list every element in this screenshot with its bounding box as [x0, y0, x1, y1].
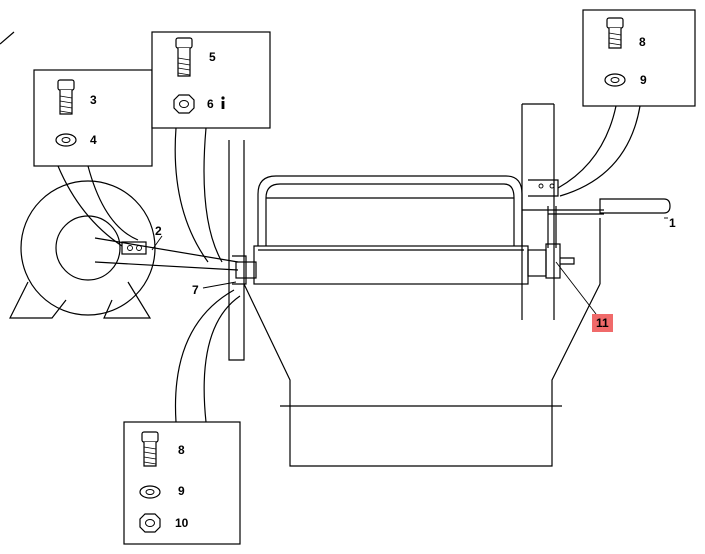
right-collar: [545, 243, 561, 279]
right-shaft: [527, 249, 547, 277]
handle-upright: [547, 206, 557, 248]
link-arm: [94, 237, 239, 271]
arm-bracket: [121, 241, 147, 255]
corner-mark: [0, 31, 15, 45]
washer-icon: [604, 73, 626, 87]
shaft-end: [560, 257, 575, 265]
leader-box-b-2: [203, 127, 223, 263]
inset-box-8-9: [582, 9, 696, 107]
callout-8-bottom: 8: [178, 443, 185, 457]
bolt-icon: [57, 79, 75, 115]
left-post: [228, 140, 245, 361]
arm-hole-1: [127, 245, 133, 251]
callout-9-bottom: 9: [178, 484, 185, 498]
bolt-icon: [141, 431, 159, 467]
motor-hub: [55, 215, 121, 281]
handle-grip: [599, 198, 671, 214]
bracket-hole-1: [538, 183, 544, 189]
leader-box-c-1: [557, 105, 617, 189]
callout-1: 1: [669, 216, 676, 230]
left-bearing: [232, 255, 247, 285]
bolt-icon: [606, 17, 624, 49]
motor-foot-left: [9, 281, 67, 319]
callout-3: 3: [90, 93, 97, 107]
leader-box-a-2: [87, 165, 139, 241]
callout-8-top: 8: [639, 35, 646, 49]
inset-box-5-6: [151, 31, 271, 129]
callout-10: 10: [175, 516, 189, 530]
callout-9-top: 9: [640, 73, 647, 87]
callout-5: 5: [209, 50, 216, 64]
callout-2: 2: [155, 224, 162, 238]
lower-housing: [243, 283, 601, 467]
roller: [253, 245, 529, 285]
arm-hole-2: [136, 245, 142, 251]
leader-box-d-2: [203, 295, 241, 423]
leader-2: [151, 235, 163, 251]
info-icon: [221, 96, 225, 109]
handle-rod: [522, 209, 604, 215]
right-post: [521, 103, 555, 320]
callout-11-highlighted[interactable]: 11: [592, 314, 613, 332]
callout-7: 7: [192, 283, 199, 297]
leader-box-a-1: [57, 165, 123, 247]
callout-4: 4: [90, 133, 97, 147]
motor: [9, 180, 239, 319]
guard-frame-inner: [265, 183, 515, 246]
nut-icon: [173, 94, 195, 114]
bolt-icon: [175, 37, 193, 77]
washer-icon: [139, 485, 161, 499]
leader-box-b-1: [174, 127, 209, 263]
callout-6: 6: [207, 97, 214, 111]
washer-icon: [55, 133, 77, 147]
leader-box-d-1: [174, 289, 235, 423]
nut-icon: [139, 513, 161, 533]
motor-housing: [20, 180, 156, 316]
bracket-hole-2: [549, 183, 555, 189]
leader-11: [555, 261, 597, 315]
inset-box-3-4: [33, 69, 153, 167]
leader-7: [202, 281, 237, 289]
guard-frame-outer: [257, 175, 523, 246]
motor-foot-right: [103, 281, 152, 319]
leader-box-c-2: [559, 105, 641, 197]
